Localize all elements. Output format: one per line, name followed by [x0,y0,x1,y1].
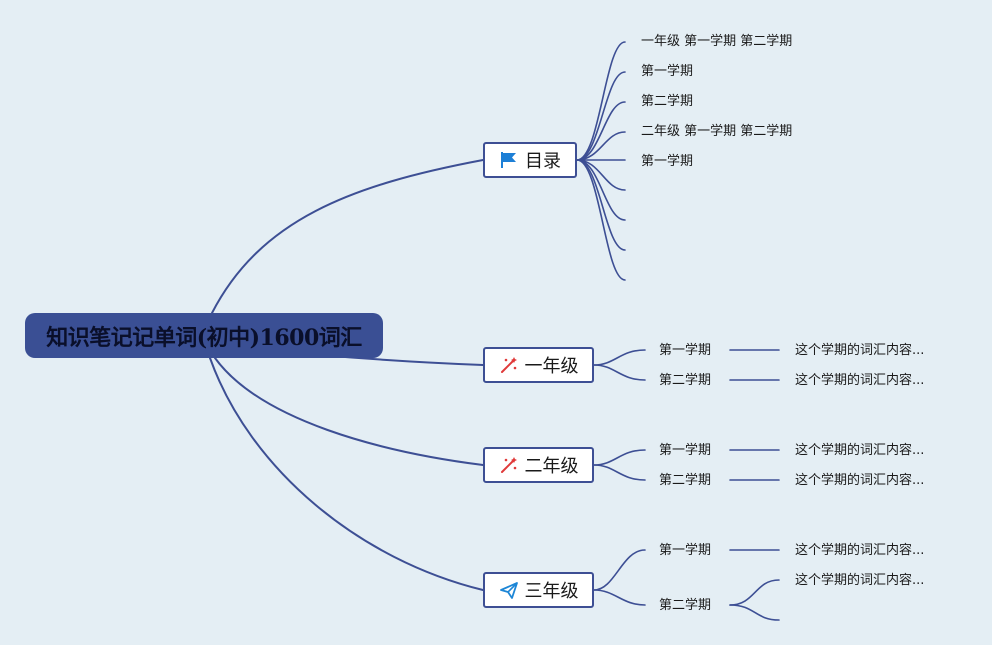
grade-node-1[interactable]: 一年级 [483,347,594,383]
blue-flag-icon [499,150,519,170]
toc-item[interactable]: 第一学期 [641,64,694,79]
toc-node-label: 目录 [525,151,561,172]
paper-plane-icon [499,580,519,600]
term-content[interactable]: 这个学期的词汇内容... [795,543,925,558]
connector-root-grade3 [209,357,484,591]
toc-node[interactable]: 目录 [483,142,577,178]
term-label[interactable]: 第一学期 [659,543,712,558]
toc-item[interactable]: 第二学期 [641,94,694,109]
root-topic-label: 知识笔记记单词(初中)1600词汇 [46,324,362,351]
sparkle-icon [499,355,519,375]
term-label[interactable]: 第一学期 [659,443,712,458]
root-topic[interactable]: 知识笔记记单词(初中)1600词汇 [25,313,383,358]
grade-node-3[interactable]: 三年级 [483,572,594,608]
term-label[interactable]: 第二学期 [659,473,712,488]
term-content[interactable]: 这个学期的词汇内容... [795,343,925,358]
term-label[interactable]: 第二学期 [659,598,712,613]
term-content[interactable]: 这个学期的词汇内容... [795,443,925,458]
grade-node-label: 一年级 [524,356,579,377]
grade-node-label: 三年级 [524,581,579,602]
toc-item[interactable]: 第一学期 [641,154,694,169]
connector-root-grade2 [214,357,484,466]
term-content[interactable]: 这个学期的词汇内容... [795,473,925,488]
term-content[interactable]: 这个学期的词汇内容... [795,373,925,388]
term-label[interactable]: 第二学期 [659,373,712,388]
grade-node-2[interactable]: 二年级 [483,447,594,483]
grade-node-label: 二年级 [524,456,579,477]
toc-item[interactable]: 一年级 第一学期 第二学期 [641,34,793,49]
term-label[interactable]: 第一学期 [659,343,712,358]
sparkle-icon [499,455,519,475]
connector-root-toc [211,159,484,314]
term-content[interactable]: 这个学期的词汇内容... [795,573,925,588]
toc-item[interactable]: 二年级 第一学期 第二学期 [641,124,793,139]
